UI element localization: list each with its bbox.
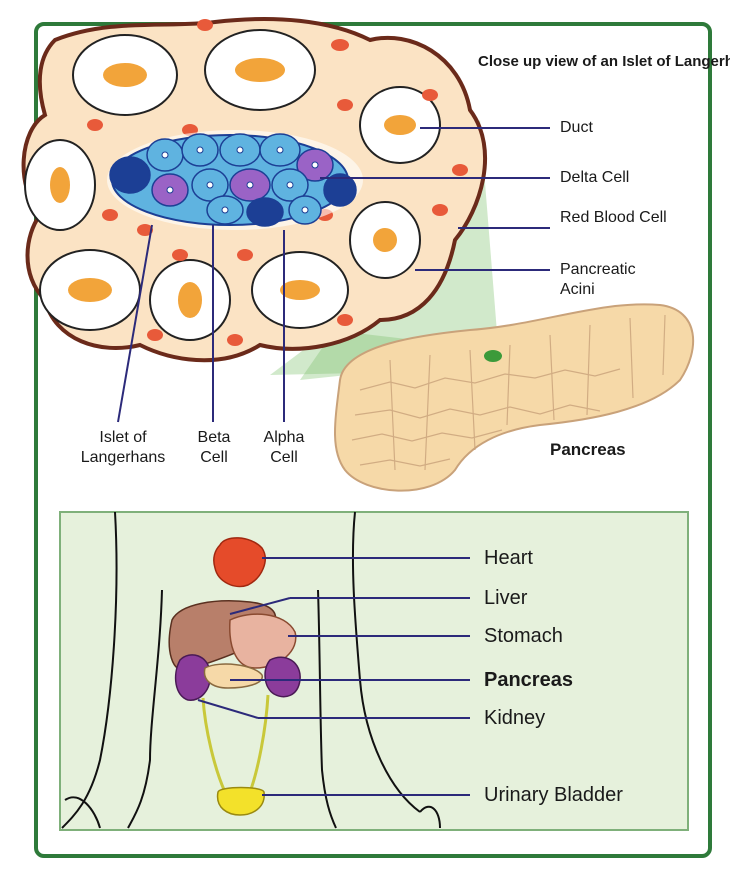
heart-organ — [213, 537, 266, 588]
acinus — [149, 259, 231, 341]
acinus — [204, 29, 316, 111]
pancreas-organ — [334, 303, 694, 492]
acinus — [359, 86, 441, 164]
diagram-title: Close up view of an Islet of Langerhans — [478, 53, 730, 70]
body-panel — [59, 511, 689, 831]
bladder-organ — [216, 786, 265, 816]
acinus — [39, 249, 141, 331]
ureters — [201, 694, 270, 793]
red-blood-cells — [87, 19, 468, 346]
label-urinary-bladder: Urinary Bladder — [484, 784, 623, 806]
stomach-organ — [229, 613, 297, 669]
pancreas-small — [203, 663, 263, 689]
islet-cells — [107, 130, 363, 230]
label-delta-cell: Delta Cell — [560, 169, 630, 186]
acinus — [349, 201, 421, 279]
kidney-right — [264, 656, 301, 698]
label-red-blood-cell: Red Blood Cell — [560, 209, 667, 226]
kidney-left — [174, 654, 211, 701]
body-pointer-lines — [197, 557, 470, 796]
label-pancreas-organ: Pancreas — [550, 440, 626, 459]
label-pancreas-body: Pancreas — [484, 669, 573, 691]
label-islet-of-langerhans: Islet of Langerhans — [80, 429, 166, 466]
acini-group — [24, 29, 441, 341]
label-beta-cell: Beta Cell — [197, 429, 231, 466]
label-pancreatic-acini: Pancreatic Acini — [560, 261, 636, 298]
islet-pointer-lines — [117, 127, 550, 423]
acinus — [72, 34, 178, 116]
label-alpha-cell: Alpha Cell — [263, 429, 305, 466]
acinus — [24, 139, 96, 231]
acinus — [251, 251, 349, 329]
label-liver: Liver — [484, 587, 528, 609]
label-stomach: Stomach — [484, 625, 563, 647]
label-duct: Duct — [560, 119, 593, 136]
label-kidney: Kidney — [484, 707, 546, 729]
label-heart: Heart — [484, 547, 533, 569]
